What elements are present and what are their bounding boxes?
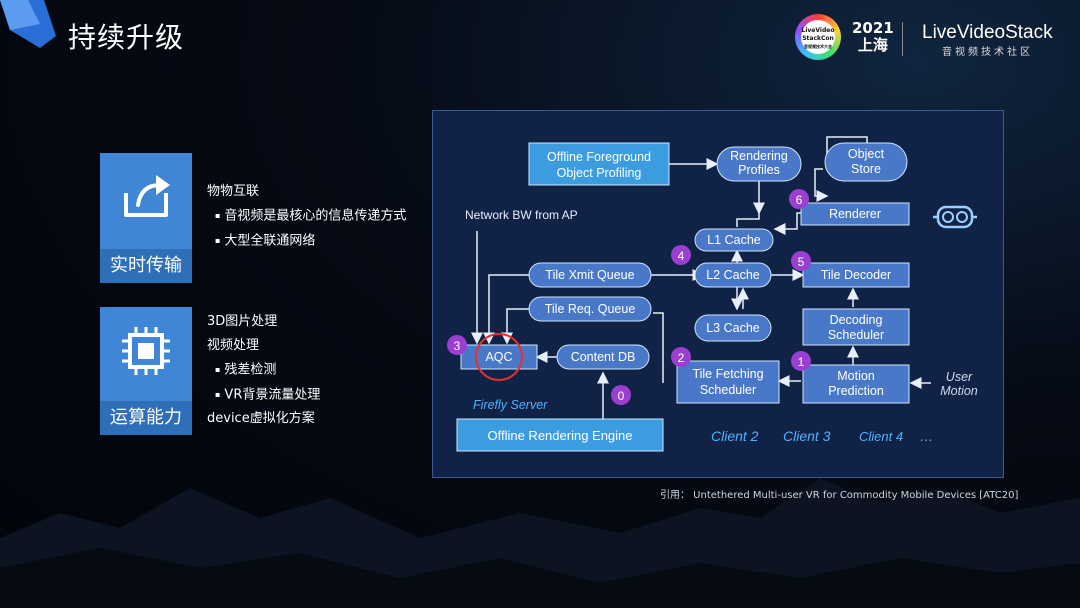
- step-badge-1: 1: [791, 351, 811, 371]
- diagram-node-tile-fetching-scheduler: Tile Fetching Scheduler: [676, 360, 780, 404]
- diagram-node-l3-cache: L3 Cache: [694, 314, 772, 342]
- brand-tagline: 音视频技术社区: [942, 47, 1033, 58]
- step-badge-6: 6: [789, 189, 809, 209]
- corner-logo-icon: [0, 0, 56, 48]
- client-label: Client 2: [711, 428, 759, 444]
- feature-line: 视频处理: [207, 338, 260, 353]
- diagram-node-decoding-scheduler: Decoding Scheduler: [802, 308, 910, 346]
- diagram-node-renderer: Renderer: [800, 202, 910, 226]
- svg-text:Tile Req. Queue: Tile Req. Queue: [545, 302, 636, 316]
- network-bw-label: Network BW from AP: [465, 208, 578, 222]
- svg-text:Scheduler: Scheduler: [828, 328, 884, 342]
- page-title: 持续升级: [68, 21, 185, 54]
- svg-text:Offline Rendering Engine: Offline Rendering Engine: [487, 428, 632, 443]
- svg-text:0: 0: [618, 389, 625, 403]
- step-badge-2: 2: [671, 347, 691, 367]
- svg-text:Offline Foreground: Offline Foreground: [547, 150, 651, 164]
- diagram-node-tile-decoder: Tile Decoder: [802, 262, 910, 288]
- user-motion-label-1: User: [946, 370, 973, 384]
- mountain-background: [0, 478, 1080, 608]
- feature-line: 残差检测: [207, 358, 320, 383]
- svg-text:Prediction: Prediction: [828, 384, 884, 398]
- step-badge-5: 5: [791, 251, 811, 271]
- diagram-node-tile-xmit-queue: Tile Xmit Queue: [528, 262, 652, 288]
- diagram-node-l1-cache: L1 Cache: [694, 228, 774, 252]
- svg-text:Tile Fetching: Tile Fetching: [692, 367, 763, 381]
- svg-text:L3 Cache: L3 Cache: [706, 321, 760, 335]
- svg-text:Motion: Motion: [837, 369, 875, 383]
- event-logo-text-3: 音视频技术大会: [804, 44, 832, 49]
- svg-text:L2 Cache: L2 Cache: [706, 268, 760, 282]
- event-logo-text-2: StackCon: [802, 35, 834, 42]
- vr-headset-icon: [933, 205, 977, 229]
- citation: 引用： Untethered Multi-user VR for Commodi…: [660, 490, 1019, 501]
- svg-text:4: 4: [678, 249, 685, 263]
- diagram-node-rendering-profiles: Rendering Profiles: [716, 146, 802, 182]
- svg-text:2: 2: [678, 351, 685, 365]
- feature-line: 音视频是最核心的信息传递方式: [207, 204, 406, 229]
- feature-label-realtime: 实时传输: [100, 249, 192, 283]
- event-city: 上海: [857, 36, 888, 54]
- architecture-diagram: Offline Foreground Object Profiling Rend…: [432, 110, 1004, 478]
- svg-text:Scheduler: Scheduler: [700, 383, 756, 397]
- diagram-node-motion-prediction: Motion Prediction: [802, 364, 910, 404]
- svg-text:AQC: AQC: [485, 350, 512, 364]
- diagram-node-offline-rendering-engine: Offline Rendering Engine: [456, 418, 664, 452]
- user-motion-label-2: Motion: [940, 384, 978, 398]
- feature-line: device虚拟化方案: [207, 411, 315, 426]
- architecture-diagram-svg: Offline Foreground Object Profiling Rend…: [447, 136, 978, 452]
- feature-line: VR背景流量处理: [207, 383, 320, 408]
- feature-tile-compute: 运算能力: [100, 307, 192, 435]
- client-label: Client 3: [783, 428, 831, 444]
- diagram-node-aqc: AQC: [460, 344, 538, 370]
- header-divider: [902, 22, 903, 56]
- diagram-node-content-db: Content DB: [556, 344, 650, 370]
- svg-text:Content DB: Content DB: [571, 350, 636, 364]
- svg-text:L1 Cache: L1 Cache: [707, 233, 761, 247]
- client-label: …: [919, 428, 933, 444]
- svg-text:3: 3: [454, 339, 461, 353]
- feature-line: 大型全联通网络: [207, 229, 406, 254]
- event-year-number: 2021: [852, 19, 894, 37]
- svg-text:Profiles: Profiles: [738, 163, 780, 177]
- step-badge-4: 4: [671, 245, 691, 265]
- svg-text:Object: Object: [848, 147, 885, 161]
- svg-text:Tile Decoder: Tile Decoder: [821, 268, 891, 282]
- feature-list-compute: 3D图片处理 视频处理 残差检测 VR背景流量处理 device虚拟化方案: [207, 310, 320, 431]
- svg-text:1: 1: [798, 355, 805, 369]
- diagram-node-tile-req-queue: Tile Req. Queue: [528, 296, 652, 322]
- event-year: 2021 上海: [852, 20, 894, 54]
- diagram-node-l2-cache: L2 Cache: [694, 262, 772, 288]
- feature-line: 物物互联: [207, 184, 260, 199]
- svg-text:Tile Xmit Queue: Tile Xmit Queue: [545, 268, 634, 282]
- svg-text:5: 5: [798, 255, 805, 269]
- svg-text:Renderer: Renderer: [829, 207, 881, 221]
- feature-tile-realtime: 实时传输: [100, 153, 192, 283]
- feature-list-realtime: 物物互联 音视频是最核心的信息传递方式 大型全联通网络: [207, 180, 406, 253]
- svg-text:Store: Store: [851, 162, 881, 176]
- feature-label-compute: 运算能力: [100, 401, 192, 435]
- chip-icon: [122, 327, 170, 375]
- brand-name: LiveVideoStack: [922, 22, 1053, 43]
- diagram-node-offline-fg: Offline Foreground Object Profiling: [528, 142, 670, 186]
- svg-text:Decoding: Decoding: [830, 313, 883, 327]
- aqc-highlight-circle: [475, 333, 523, 381]
- event-logo-icon: LiveVideo StackCon 音视频技术大会: [795, 14, 841, 60]
- feature-line: 3D图片处理: [207, 314, 278, 329]
- svg-text:Rendering: Rendering: [730, 149, 788, 163]
- client-label: Client 4: [859, 429, 903, 444]
- event-logo-text-1: LiveVideo: [801, 27, 835, 34]
- step-badge-0: 0: [611, 385, 631, 405]
- svg-text:Object Profiling: Object Profiling: [557, 166, 642, 180]
- firefly-server-label: Firefly Server: [473, 398, 548, 412]
- share-upload-icon: [124, 175, 170, 217]
- step-badge-3: 3: [447, 335, 467, 355]
- diagram-node-object-store: Object Store: [824, 142, 908, 182]
- svg-text:6: 6: [796, 193, 803, 207]
